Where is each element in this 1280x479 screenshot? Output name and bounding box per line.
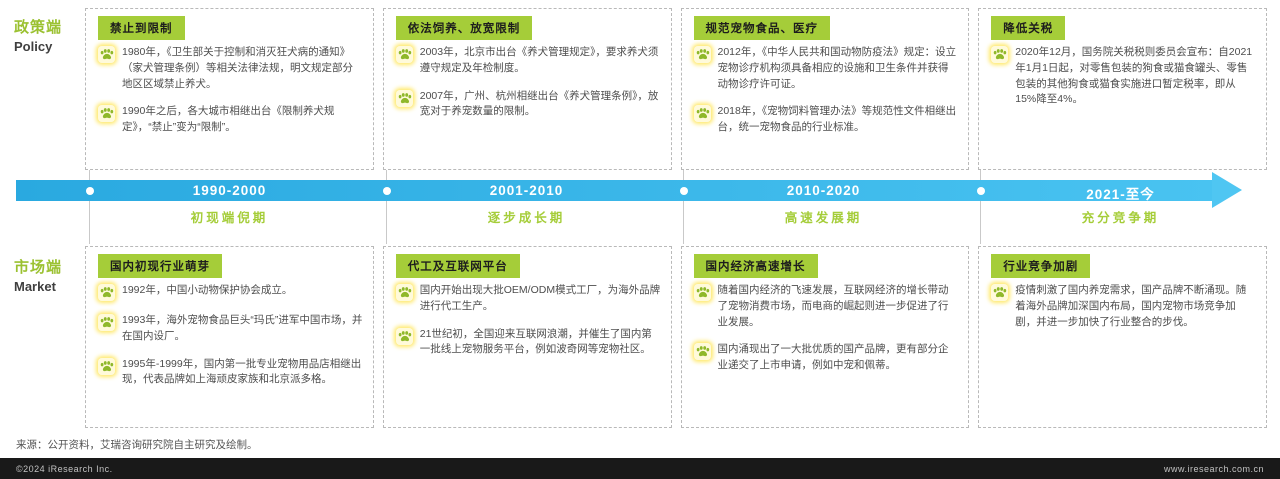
paw-icon [395, 46, 413, 63]
policy-item-text: 2020年12月，国务院关税税则委员会宣布：自2021年1月1日起，对零售包装的… [1015, 46, 1253, 106]
paw-icon [98, 284, 115, 301]
market-item-text: 随着国内经济的飞速发展，互联网经济的增长带动了宠物消费市场，而电商的崛起则进一步… [717, 284, 949, 328]
paw-icon [98, 314, 115, 331]
market-card-3: 国内经济高速增长 随着国内经济的飞速发展，互联网经济的增长带动了宠物消费市场，而… [680, 246, 970, 428]
timeline-phase-label: 初现端倪期 [190, 211, 269, 225]
timeline-bar [16, 180, 1212, 201]
policy-badge-3: 规范宠物食品、医疗 [693, 16, 830, 40]
policy-item-text: 2018年，《宠物饲料管理办法》等规范性文件相继出台，统一宠物食品的行业标准。 [717, 105, 957, 133]
timeline-connector [89, 201, 90, 244]
timeline-connector [980, 201, 981, 244]
market-item: 随着国内经济的飞速发展，互联网经济的增长带动了宠物消费市场，而电商的崛起则进一步… [693, 283, 959, 330]
market-item-text: 21世纪初，全国迎来互联网浪潮，并催生了国内第一批线上宠物服务平台，例如波奇网等… [419, 327, 652, 356]
market-band: 国内初现行业萌芽 1992年，中国小动物保护协会成立。 1993年，海外宠物食品… [85, 246, 1267, 428]
timeline-connector [89, 170, 90, 180]
timeline-phase-label: 高速发展期 [784, 211, 863, 225]
footer-website: www.iresearch.com.cn [1163, 463, 1264, 474]
market-item: 国内涌现出了一大批优质的国产品牌，更有部分企业递交了上市申请，例如中宠和佩蒂。 [693, 342, 959, 374]
policy-card-1: 禁止到限制 1980年，《卫生部关于控制和消灭狂犬病的通知》（家犬管理条例）等相… [85, 8, 374, 170]
timeline-dot [383, 187, 391, 195]
market-card-2: 代工及互联网平台 国内开始出现大批OEM/ODM模式工厂，为海外品牌进行代工生产… [382, 246, 672, 428]
policy-label-en: Policy [14, 39, 53, 54]
policy-band: 禁止到限制 1980年，《卫生部关于控制和消灭狂犬病的通知》（家犬管理条例）等相… [85, 8, 1267, 170]
market-item: 21世纪初，全国迎来互联网浪潮，并催生了国内第一批线上宠物服务平台，例如波奇网等… [395, 327, 661, 359]
market-label-en: Market [14, 279, 56, 294]
paw-icon [98, 46, 115, 63]
policy-item-text: 2007年，广州、杭州相继出台《养犬管理条例》，放宽对于养宠数量的限制。 [419, 89, 659, 118]
policy-label-cn: 政策端 [14, 19, 63, 36]
timeline-period-label: 2001-2010 [489, 183, 564, 198]
policy-section-label: 政策端 Policy [14, 16, 82, 54]
footer-bar: ©2024 iResearch Inc. www.iresearch.com.c… [0, 458, 1280, 479]
paw-icon [693, 105, 711, 123]
policy-item-text: 2012年，《中华人民共和国动物防疫法》规定：设立宠物诊疗机构须具备相应的设施和… [717, 46, 957, 90]
paw-icon [395, 284, 413, 301]
timeline-connector [386, 170, 387, 180]
timeline-arrowhead-icon [1212, 172, 1242, 208]
market-item-text: 1992年，中国小动物保护协会成立。 [122, 284, 293, 296]
paw-icon [395, 327, 413, 345]
market-item: 国内开始出现大批OEM/ODM模式工厂，为海外品牌进行代工生产。 [395, 283, 661, 315]
market-item-text: 1993年，海外宠物食品巨头“玛氏”进军中国市场，并在国内设厂。 [122, 314, 363, 342]
market-item-text: 疫情刺激了国内养宠需求，国产品牌不断涌现。随着海外品牌加深国内布局，国内宠物市场… [1015, 284, 1247, 328]
paw-icon [98, 105, 115, 123]
policy-item: 2020年12月，国务院关税税则委员会宣布：自2021年1月1日起，对零售包装的… [991, 45, 1256, 108]
policy-card-4: 降低关税 2020年12月，国务院关税税则委员会宣布：自2021年1月1日起，对… [978, 8, 1267, 170]
timeline-dot [680, 187, 688, 195]
timeline-period-label: 2010-2020 [786, 183, 861, 198]
paw-icon [693, 46, 711, 63]
timeline-connector [683, 170, 684, 180]
paw-icon [991, 46, 1009, 63]
policy-item: 1990年之后，各大城市相继出台《限制养犬规定》，“禁止”变为“限制”。 [98, 104, 363, 136]
market-card-4: 行业竞争加剧 疫情刺激了国内养宠需求，国产品牌不断涌现。随着海外品牌加深国内布局… [978, 246, 1267, 428]
policy-item: 2007年，广州、杭州相继出台《养犬管理条例》，放宽对于养宠数量的限制。 [395, 89, 661, 121]
timeline-phase-label: 逐步成长期 [487, 211, 566, 225]
policy-card-3: 规范宠物食品、医疗 2012年，《中华人民共和国动物防疫法》规定：设立宠物诊疗机… [680, 8, 970, 170]
market-item: 1993年，海外宠物食品巨头“玛氏”进军中国市场，并在国内设厂。 [98, 313, 363, 345]
market-card-1: 国内初现行业萌芽 1992年，中国小动物保护协会成立。 1993年，海外宠物食品… [85, 246, 374, 428]
policy-item: 2003年，北京市出台《养犬管理规定》，要求养犬须遵守规定及年检制度。 [395, 45, 661, 77]
market-label-cn: 市场端 [14, 259, 63, 276]
paw-icon [98, 357, 115, 375]
paw-icon [395, 89, 413, 107]
timeline-dot [86, 187, 94, 195]
timeline-dot [977, 187, 985, 195]
market-item-text: 国内涌现出了一大批优质的国产品牌，更有部分企业递交了上市申请，例如中宠和佩蒂。 [717, 343, 949, 371]
policy-item-text: 1980年，《卫生部关于控制和消灭狂犬病的通知》（家犬管理条例）等相关法律法规，… [122, 46, 353, 90]
market-badge-3: 国内经济高速增长 [693, 254, 818, 278]
paw-icon [693, 343, 711, 361]
market-item-text: 1995年-1999年，国内第一批专业宠物用品店相继出现，代表品牌如上海顽皮家族… [122, 357, 362, 386]
timeline-connector [683, 201, 684, 244]
timeline-connector [386, 201, 387, 244]
source-note: 来源：公开资料，艾瑞咨询研究院自主研究及绘制。 [16, 439, 258, 451]
paw-icon [991, 284, 1009, 301]
market-section-label: 市场端 Market [14, 256, 82, 294]
policy-card-2: 依法饲养、放宽限制 2003年，北京市出台《养犬管理规定》，要求养犬须遵守规定及… [382, 8, 672, 170]
policy-item: 2018年，《宠物饲料管理办法》等规范性文件相继出台，统一宠物食品的行业标准。 [693, 104, 959, 136]
paw-icon [693, 284, 711, 301]
market-item: 1992年，中国小动物保护协会成立。 [98, 283, 363, 301]
policy-badge-1: 禁止到限制 [98, 16, 185, 40]
policy-item: 1980年，《卫生部关于控制和消灭狂犬病的通知》（家犬管理条例）等相关法律法规，… [98, 45, 363, 92]
market-item: 1995年-1999年，国内第一批专业宠物用品店相继出现，代表品牌如上海顽皮家族… [98, 357, 363, 389]
timeline-period-label: 1990-2000 [192, 183, 267, 198]
policy-badge-2: 依法饲养、放宽限制 [395, 16, 533, 40]
timeline-phase-label: 充分竞争期 [1081, 211, 1160, 225]
market-item-text: 国内开始出现大批OEM/ODM模式工厂，为海外品牌进行代工生产。 [419, 284, 661, 312]
market-badge-4: 行业竞争加剧 [991, 254, 1091, 278]
market-badge-2: 代工及互联网平台 [395, 254, 520, 278]
timeline-period-label: 2021-至今 [1086, 187, 1155, 202]
policy-item: 2012年，《中华人民共和国动物防疫法》规定：设立宠物诊疗机构须具备相应的设施和… [693, 45, 959, 92]
footer-copyright: ©2024 iResearch Inc. [16, 463, 113, 474]
policy-badge-4: 降低关税 [991, 16, 1066, 40]
policy-item-text: 2003年，北京市出台《养犬管理规定》，要求养犬须遵守规定及年检制度。 [419, 46, 659, 74]
policy-item-text: 1990年之后，各大城市相继出台《限制养犬规定》，“禁止”变为“限制”。 [122, 105, 335, 133]
market-item: 疫情刺激了国内养宠需求，国产品牌不断涌现。随着海外品牌加深国内布局，国内宠物市场… [991, 283, 1256, 330]
timeline-connector [980, 170, 981, 180]
market-badge-1: 国内初现行业萌芽 [98, 254, 222, 278]
